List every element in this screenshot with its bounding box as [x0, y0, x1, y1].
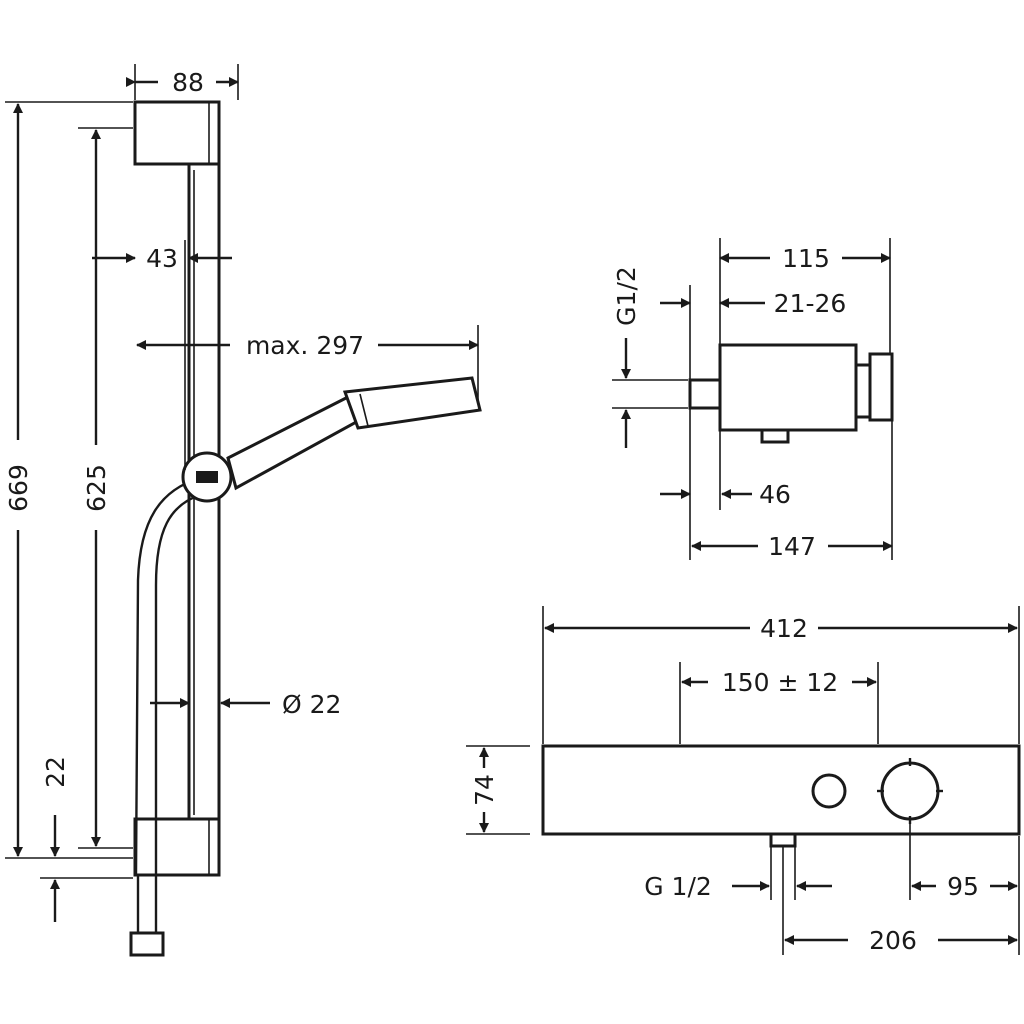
dim-slide-length: max. 297 — [246, 331, 364, 360]
dim-thermostat-height: 74 — [470, 774, 499, 806]
dim-center-distance: 150 ± 12 — [722, 668, 838, 697]
rail-top-holder — [133, 100, 221, 166]
thermostat-drawing — [541, 744, 1021, 848]
dim-rail-width: 88 — [172, 68, 204, 97]
flow-control-knob — [811, 773, 847, 809]
connector-thread — [688, 378, 722, 410]
dim-thread-depth: 21-26 — [774, 289, 847, 318]
connector-body — [718, 343, 858, 432]
temperature-knob — [880, 761, 940, 821]
dim-bar-diameter: Ø 22 — [282, 690, 341, 719]
shower-rail-drawing — [129, 100, 482, 957]
dim-connector-depth: 147 — [768, 532, 816, 561]
dim-connector-thread: G1/2 — [612, 266, 641, 326]
dim-holder-spacing: 625 — [82, 464, 111, 512]
dim-thermostat-inlet: G 1/2 — [644, 872, 712, 901]
dim-outlet-offset: 206 — [869, 926, 917, 955]
dim-thermostat-width: 412 — [760, 614, 808, 643]
connector-nut — [868, 352, 894, 422]
dim-connector-length: 115 — [782, 244, 830, 273]
thermostat-body — [541, 744, 1021, 836]
dim-bottom-offset: 22 — [41, 756, 70, 788]
hose-nut — [129, 931, 165, 957]
rail-dimensions: 88 43 max. 297 669 625 22 Ø 22 — [4, 64, 479, 922]
dim-knob-offset: 95 — [947, 872, 979, 901]
dim-bar-offset: 43 — [146, 244, 178, 273]
hand-shower-head — [342, 376, 482, 430]
thermostat-dimensions: 412 150 ± 12 74 G 1/2 95 206 — [466, 606, 1020, 955]
connector-outlet — [760, 428, 790, 444]
dim-total-height: 669 — [4, 464, 33, 512]
hand-shower-handle — [226, 393, 362, 491]
connector-nut-inner — [854, 363, 872, 419]
connector-dimensions: 115 21-26 G1/2 46 147 — [612, 238, 893, 561]
dim-connector-outlet: 46 — [759, 480, 791, 509]
rail-bottom-holder — [133, 817, 221, 877]
thermostat-inlet — [769, 832, 797, 848]
wall-connector-drawing — [688, 343, 894, 444]
